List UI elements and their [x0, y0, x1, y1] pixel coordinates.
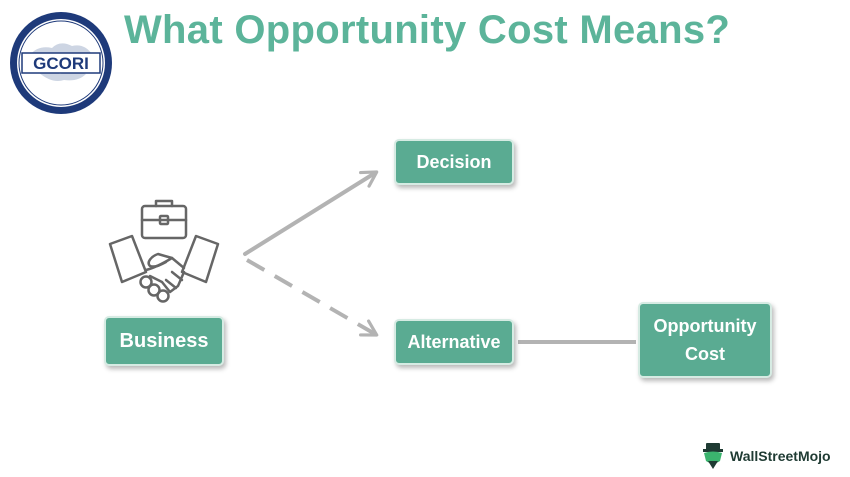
dashed-arrow-to-alternative — [245, 258, 379, 337]
opportunity-cost-line2: Cost — [685, 344, 725, 364]
page-title: What Opportunity Cost Means? — [124, 8, 731, 52]
logo-text: GCORI — [33, 54, 89, 73]
opportunity-cost-line1: Opportunity — [653, 316, 757, 336]
wallstreetmojo-logo-icon — [703, 443, 723, 469]
wallstreetmojo-text: WallStreetMojo — [730, 448, 831, 464]
alternative-box: Alternative — [394, 319, 514, 365]
opportunity-cost-box: Opportunity Cost — [638, 302, 772, 378]
handshake-briefcase-icon — [108, 199, 220, 303]
wallstreetmojo-brand: WallStreetMojo — [700, 441, 842, 471]
gcori-logo: GCORI — [10, 12, 112, 114]
business-box: Business — [104, 316, 224, 366]
arrow-to-decision — [243, 170, 379, 256]
decision-box: Decision — [394, 139, 514, 185]
